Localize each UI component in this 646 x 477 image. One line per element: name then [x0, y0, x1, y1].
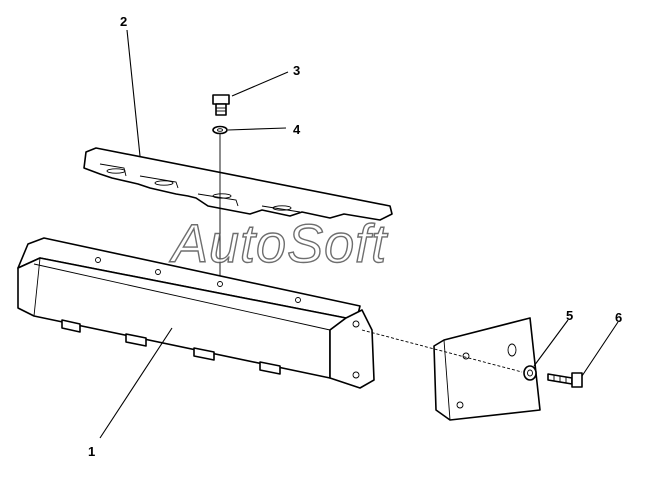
callout-2: 2 — [120, 14, 127, 29]
leader-line-1 — [99, 327, 173, 439]
leader-line-4 — [227, 127, 287, 131]
gasket-plate — [83, 147, 393, 221]
assembly-axis-horizontal — [361, 329, 523, 373]
washer-top — [212, 125, 228, 135]
leader-line-2 — [126, 29, 141, 157]
callout-3: 3 — [293, 63, 300, 78]
leader-line-3 — [231, 71, 289, 97]
callout-4: 4 — [293, 122, 301, 137]
leader-line-5 — [533, 319, 569, 367]
watermark-logo: AutoSoft — [169, 214, 388, 274]
bolt-top — [212, 94, 230, 116]
washer-side — [523, 365, 537, 381]
mounting-bracket — [433, 317, 541, 421]
bolt-side — [547, 372, 583, 388]
leader-line-6 — [581, 321, 619, 377]
callout-6: 6 — [615, 310, 622, 325]
callout-1: 1 — [88, 444, 95, 459]
callout-5: 5 — [566, 308, 573, 323]
rail-body — [17, 237, 375, 389]
